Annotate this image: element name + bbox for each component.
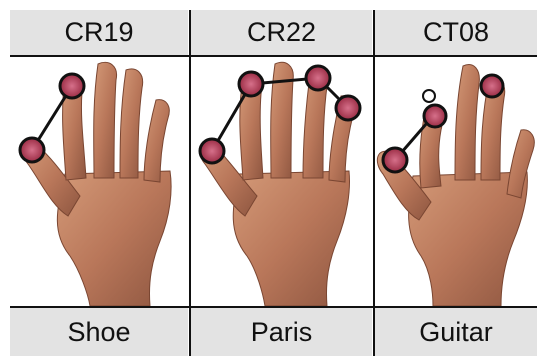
hand-cell-cr19 (10, 56, 188, 306)
grid-divider (373, 10, 375, 356)
column-header-cr22: CR22 (191, 10, 372, 55)
hand-cell-ct08 (375, 56, 537, 306)
column-footer-guitar: Guitar (375, 308, 537, 356)
column-header-ct08: CT08 (375, 10, 537, 55)
touch-point-marker (383, 148, 407, 172)
column-header-cr19: CR19 (10, 10, 188, 55)
grid-divider (10, 306, 537, 308)
column-footer-shoe: Shoe (10, 308, 188, 356)
grid-divider (10, 55, 537, 57)
hand-image (375, 56, 537, 306)
hover-point-marker (423, 90, 435, 102)
touch-point-marker (481, 75, 503, 97)
hand-image (10, 56, 188, 306)
touch-point-marker (20, 138, 44, 162)
touch-point-marker (306, 66, 330, 90)
grid-divider (189, 10, 191, 356)
hand-cell-cr22 (191, 56, 372, 306)
touch-point-marker (424, 105, 446, 127)
hand-image (191, 56, 372, 306)
touch-point-marker (239, 72, 263, 96)
touch-point-marker (336, 96, 360, 120)
column-footer-paris: Paris (191, 308, 372, 356)
touch-point-marker (60, 74, 84, 98)
touch-point-marker (200, 139, 224, 163)
